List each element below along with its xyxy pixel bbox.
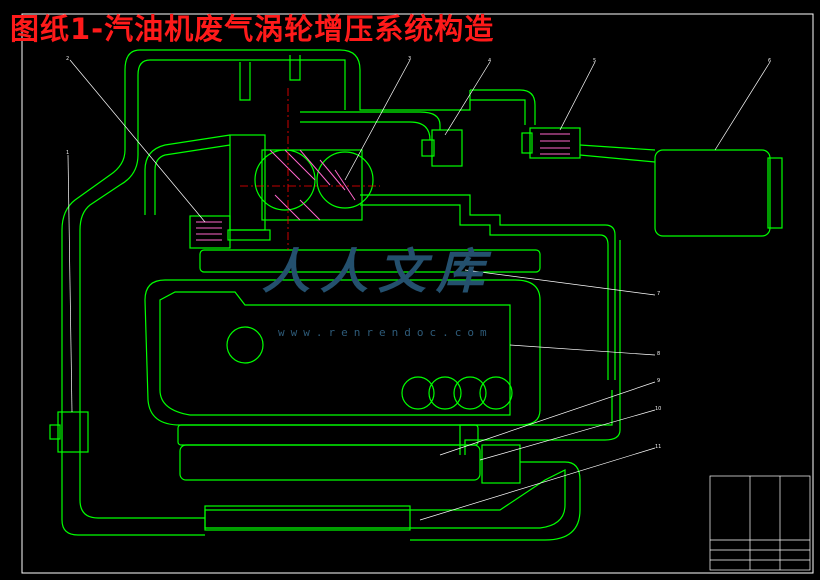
callout-label: 7 — [657, 291, 661, 297]
leader-8 — [509, 344, 656, 356]
leader-2 — [69, 59, 206, 223]
engine-block — [144, 279, 541, 426]
oil-return-line — [360, 194, 616, 380]
exhaust-bend — [410, 461, 581, 541]
solenoid-valve-cap — [521, 132, 533, 154]
ring-2 — [428, 376, 462, 410]
compressor-wheel — [316, 151, 374, 209]
oil-pan-top — [177, 424, 479, 446]
wastegate-spring-housing — [189, 215, 231, 249]
solenoid-hatch — [540, 133, 570, 155]
air-filter-body — [654, 149, 771, 237]
exhaust-duct — [239, 55, 301, 101]
ring-3 — [453, 376, 487, 410]
callout-label: 4 — [488, 58, 492, 64]
leader-5 — [559, 61, 596, 131]
wastegate-rod — [227, 229, 271, 241]
upper-duct — [344, 90, 471, 111]
callout-label: 11 — [655, 444, 662, 450]
coolant-line — [459, 240, 621, 455]
turbo-feed-pipe — [144, 134, 231, 215]
engine-port — [226, 326, 264, 364]
callout-label: 8 — [657, 351, 661, 357]
exhaust-pipe — [204, 469, 566, 529]
turbo-hatch — [269, 149, 356, 221]
outer-pipe-inner — [79, 59, 346, 519]
solenoid-valve — [529, 127, 581, 159]
knock-sensor-plug — [49, 424, 61, 440]
ring-1 — [401, 376, 435, 410]
turbo-housing — [229, 134, 266, 231]
leader-3 — [344, 59, 411, 181]
watermark-logo: 人人文库 — [262, 244, 495, 300]
outer-pipe — [61, 49, 361, 536]
leader-9 — [439, 381, 656, 456]
leader-10 — [479, 409, 656, 461]
engine-block-inner — [159, 291, 511, 416]
turbine-wheel — [254, 149, 316, 211]
leader-1 — [67, 154, 73, 413]
oil-pan — [179, 444, 481, 481]
callout-label: 1 — [66, 150, 70, 156]
drawing-title: 图纸1-汽油机废气涡轮增压系统构造 — [10, 12, 495, 46]
callout-label: 2 — [66, 56, 70, 62]
callout-label: 10 — [655, 406, 662, 412]
watermark-url: www.renrendoc.com — [278, 326, 493, 339]
wastegate-actuator-body — [431, 129, 463, 167]
callout-label: 9 — [657, 378, 661, 384]
intake-manifold — [199, 249, 541, 273]
callout-label: 6 — [768, 58, 772, 64]
callout-label: 3 — [408, 56, 412, 62]
ring-4 — [479, 376, 513, 410]
air-pipe-right — [579, 144, 656, 163]
drawing-border — [21, 13, 814, 574]
title-block — [709, 475, 811, 571]
turbo-center — [261, 149, 363, 221]
knock-sensor — [57, 411, 89, 453]
leader-7 — [464, 269, 656, 296]
catalyst — [481, 444, 521, 484]
spring-hatch — [196, 221, 222, 241]
air-pipe-upper — [470, 89, 536, 125]
air-filter-inlet — [767, 157, 783, 229]
callout-label: 5 — [593, 58, 597, 64]
leader-6 — [714, 61, 771, 151]
intake-pipe — [300, 111, 441, 141]
leader-11 — [419, 447, 656, 521]
muffler — [204, 505, 411, 531]
wastegate-actuator-cap — [421, 139, 435, 157]
leader-4 — [444, 61, 491, 136]
